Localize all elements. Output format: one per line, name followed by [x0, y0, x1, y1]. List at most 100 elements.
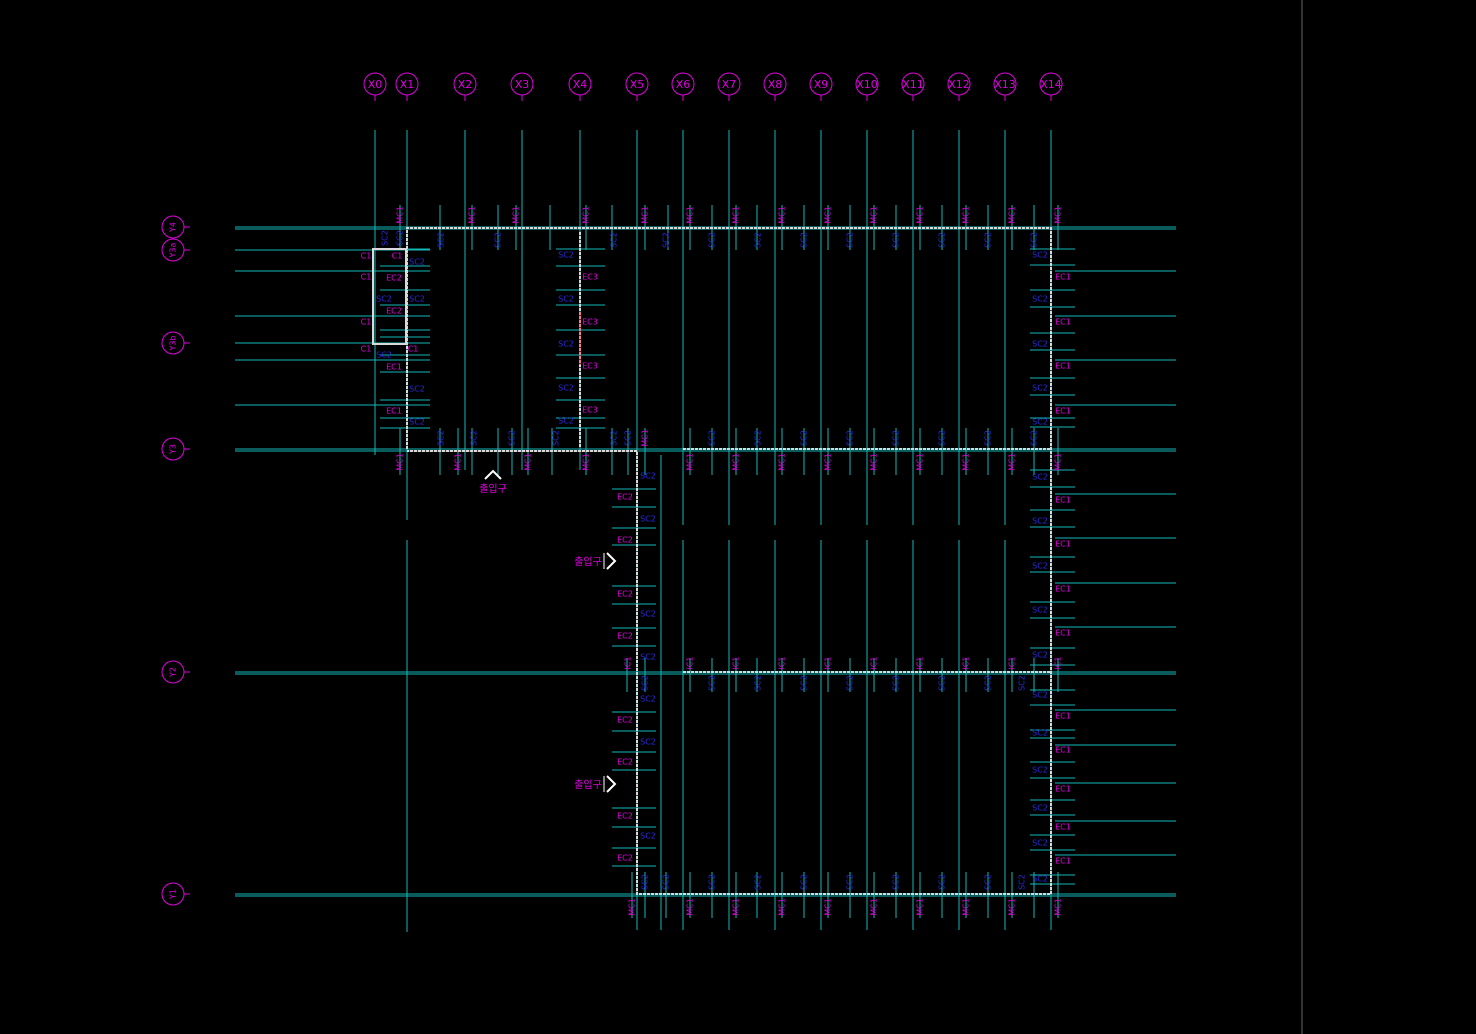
column-label-c1: C1 [361, 273, 372, 282]
column-label-ec3: EC3 [582, 362, 598, 371]
column-label-ic1: IC1 [732, 656, 741, 669]
grid-bubble-x-label: X14 [1040, 78, 1062, 91]
column-label-mc1: MC1 [686, 206, 695, 224]
column-label-mc1: MC1 [778, 453, 787, 471]
column-label-ic1: IC1 [870, 656, 879, 669]
column-label-sc2: SC2 [470, 430, 479, 446]
column-label-sc2: SC2 [396, 230, 405, 246]
column-label-ec1: EC1 [1055, 362, 1071, 371]
column-label-sc2: SC2 [984, 874, 993, 890]
column-label-sc2: SC2 [1030, 232, 1039, 248]
grid-bubble-x-label: X4 [573, 78, 588, 91]
column-label-sc2: SC2 [1032, 729, 1048, 738]
column-label-mc1: MC1 [686, 453, 695, 471]
column-label-sc2: SC2 [1032, 562, 1048, 571]
column-label-ec1: EC1 [1055, 540, 1071, 549]
column-label-sc2: SC2 [409, 418, 425, 427]
column-label-mc1: MC1 [824, 453, 833, 471]
column-label-sc2: SC2 [662, 232, 671, 248]
column-label-sc2: SC2 [558, 340, 574, 349]
column-label-sc2: SC2 [508, 430, 517, 446]
column-label-sc2: SC2 [558, 295, 574, 304]
column-label-c1: C1 [361, 252, 372, 261]
grid-bubble-y-label: Y3a [169, 242, 178, 258]
grid-bubble-y-label: Y4 [169, 222, 178, 233]
column-label-sc2: SC2 [892, 675, 901, 691]
column-label-sc2: SC2 [1032, 766, 1048, 775]
column-label-mc1: MC1 [1054, 453, 1063, 471]
column-label-sc2: SC2 [1032, 295, 1048, 304]
column-label-sc2: SC2 [938, 675, 947, 691]
column-label-sc2: SC2 [800, 430, 809, 446]
column-label-sc2: SC2 [494, 232, 503, 248]
column-label-sc2: SC2 [1018, 874, 1027, 890]
column-label-sc2: SC2 [1032, 606, 1048, 615]
grid-bubble-x-label: X9 [814, 78, 829, 91]
column-label-ec2: EC2 [617, 536, 633, 545]
column-label-mc1: MC1 [396, 453, 405, 471]
column-label-ec2: EC2 [617, 590, 633, 599]
column-label-mc1: MC1 [512, 206, 521, 224]
column-label-ec3: EC3 [582, 406, 598, 415]
grid-bubble-x-label: X6 [676, 78, 691, 91]
column-label-sc2: SC2 [708, 874, 717, 890]
column-label-ec3: EC3 [582, 273, 598, 282]
column-label-mc1: MC1 [870, 898, 879, 916]
column-label-mc1: MC1 [1008, 898, 1017, 916]
column-label-mc1: MC1 [582, 206, 591, 224]
column-label-sc2: SC2 [846, 675, 855, 691]
column-label-sc2: SC2 [640, 472, 656, 481]
column-label-mc1: MC1 [916, 206, 925, 224]
column-label-sc2: SC2 [1032, 251, 1048, 260]
column-label-sc2: SC2 [409, 295, 425, 304]
column-label-sc2: SC2 [938, 430, 947, 446]
column-label-ec3: EC3 [582, 318, 598, 327]
column-label-mc1: MC1 [468, 206, 477, 224]
column-label-mc1: MC1 [962, 453, 971, 471]
column-label-mc1: MC1 [641, 206, 650, 224]
column-label-sc2: SC2 [1032, 384, 1048, 393]
column-label-ic1: IC1 [962, 656, 971, 669]
column-label-mc1: MC1 [824, 898, 833, 916]
column-label-sc2: SC2 [641, 675, 650, 691]
column-label-ec1: EC1 [1055, 585, 1071, 594]
column-label-sc2: SC2 [640, 832, 656, 841]
column-label-sc2: SC2 [640, 738, 656, 747]
column-label-mc1: MC1 [916, 898, 925, 916]
column-label-mc1: MC1 [524, 453, 533, 471]
column-label-ec1: EC1 [1055, 496, 1071, 505]
column-label-sc2: SC2 [558, 384, 574, 393]
column-label-ec2: EC2 [617, 854, 633, 863]
column-label-sc2: SC2 [1032, 651, 1048, 660]
column-label-sc2: SC2 [846, 430, 855, 446]
entrance-label: 출입구 [574, 555, 602, 568]
column-label-sc2: SC2 [376, 351, 392, 360]
column-label-ec1: EC1 [1055, 823, 1071, 832]
column-label-edge: EC2 [386, 274, 402, 283]
column-label-sc2: SC2 [1032, 473, 1048, 482]
column-label-sc2: SC2 [558, 251, 574, 260]
column-label-sc2: SC2 [892, 232, 901, 248]
column-label-sc2: SC2 [640, 695, 656, 704]
entrance-label: 출입구 [479, 482, 507, 495]
column-label-sc2: SC2 [662, 874, 671, 890]
column-label-sc2: SC2 [376, 295, 392, 304]
column-label-sc2: SC2 [938, 874, 947, 890]
column-label-c1: C1 [408, 345, 419, 354]
column-label-edge: EC2 [386, 307, 402, 316]
grid-bubble-x-label: X5 [630, 78, 645, 91]
column-label-sc2: SC2 [846, 874, 855, 890]
column-label-sc2: SC2 [800, 874, 809, 890]
column-label-ec1: EC1 [1055, 857, 1071, 866]
column-label-mc1: MC1 [1054, 898, 1063, 916]
column-label-ec1: EC1 [1055, 629, 1071, 638]
column-label-mc1: MC1 [396, 206, 405, 224]
column-label-mc1: MC1 [778, 898, 787, 916]
grid-bubble-x-label: X1 [400, 78, 415, 91]
column-label-sc2: SC2 [892, 874, 901, 890]
column-label-edge: EC1 [386, 407, 402, 416]
column-label-sc2: SC2 [846, 232, 855, 248]
grid-bubble-x-label: X10 [856, 78, 878, 91]
grid-bubble-x-label: X2 [458, 78, 473, 91]
